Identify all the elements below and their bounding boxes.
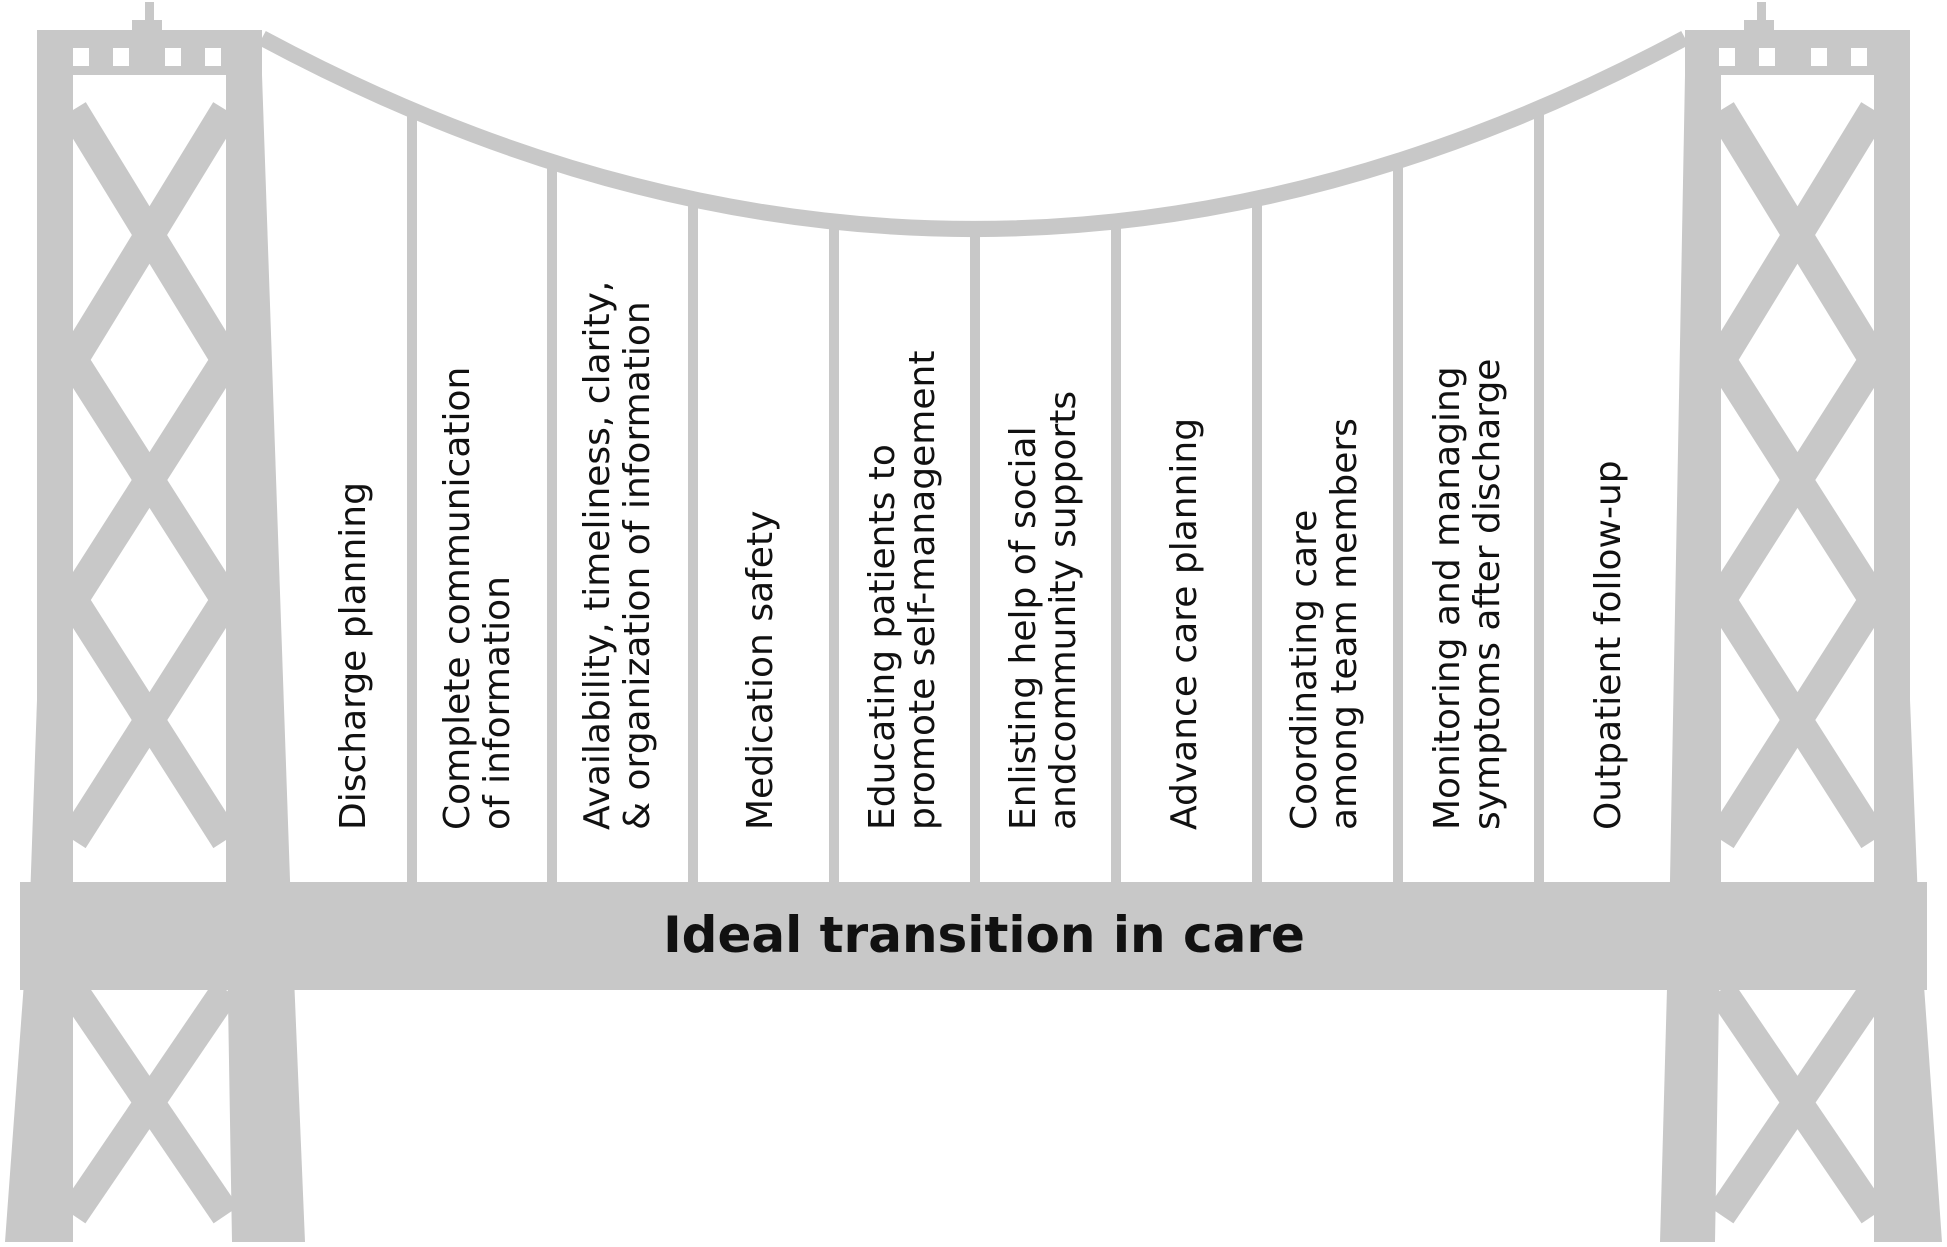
- pillar-labels: Discharge planning Complete communication…: [333, 281, 1629, 830]
- left-tower-spire: [145, 2, 154, 24]
- pillar-label-line: of information: [477, 576, 518, 830]
- deck-title: Ideal transition in care: [663, 906, 1305, 964]
- pillar-label-line: symptoms after discharge: [1467, 359, 1508, 830]
- pillar-label-7: Advance care planning: [1164, 418, 1205, 830]
- hanger-4: [829, 221, 839, 884]
- hangers: [407, 108, 1544, 885]
- pillar-label-line: andcommunity supports: [1043, 391, 1084, 830]
- right-tower-leg-inner: [1660, 75, 1721, 1242]
- pillar-label-line: Enlisting help of social: [1003, 426, 1044, 830]
- bridge-structure: [5, 2, 1942, 1242]
- right-tower-bracing: [1708, 102, 1887, 1224]
- pillar-label-line: Advance care planning: [1164, 418, 1205, 830]
- hanger-9: [1534, 108, 1544, 884]
- left-tower-bracing: [60, 102, 239, 1224]
- right-tower: [1660, 2, 1942, 1242]
- hanger-8: [1393, 161, 1403, 884]
- pillar-label-line: Medication safety: [740, 511, 781, 830]
- right-tower-spire: [1757, 2, 1766, 24]
- pillar-label-line: promote self-management: [902, 351, 943, 830]
- left-tower: [5, 2, 305, 1242]
- hanger-7: [1252, 198, 1262, 884]
- suspension-cable: [258, 30, 1689, 237]
- hanger-6: [1111, 221, 1121, 885]
- pillar-label-1: Discharge planning: [333, 482, 374, 830]
- hanger-3: [688, 199, 698, 885]
- pillar-label-line: Availability, timeliness, clarity,: [577, 281, 618, 830]
- pillar-label-line: Educating patients to: [862, 444, 903, 830]
- right-tower-head: [1685, 30, 1910, 75]
- pillar-label-line: & organization of information: [617, 301, 658, 830]
- hanger-2: [547, 161, 557, 885]
- right-tower-leg-outer: [1874, 75, 1942, 1242]
- hanger-5: [970, 228, 980, 884]
- pillar-label-line: Complete communication: [437, 367, 478, 830]
- pillar-label-line: Outpatient follow-up: [1588, 460, 1629, 830]
- pillar-label-3: Availability, timeliness, clarity,& orga…: [577, 281, 658, 830]
- pillar-label-10: Outpatient follow-up: [1588, 460, 1629, 830]
- left-tower-leg-inner: [226, 75, 305, 1242]
- pillar-label-line: Discharge planning: [333, 482, 374, 830]
- pillar-label-line: among team members: [1324, 418, 1365, 830]
- pillar-label-4: Medication safety: [740, 511, 781, 830]
- hanger-1: [407, 110, 417, 884]
- pillar-label-line: Monitoring and managing: [1427, 366, 1468, 830]
- pillar-label-line: Coordinating care: [1284, 510, 1325, 830]
- left-tower-head: [37, 30, 262, 75]
- bridge-deck: [20, 882, 1927, 990]
- left-tower-leg-outer: [5, 75, 73, 1242]
